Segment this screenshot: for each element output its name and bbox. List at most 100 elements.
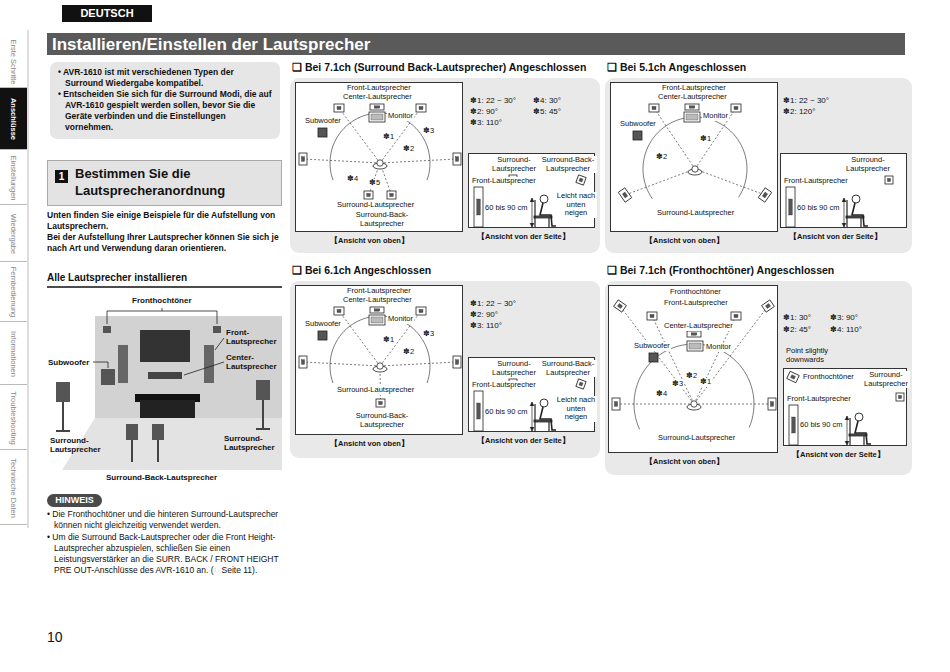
- section-tab: Anschlüsse: [0, 88, 27, 150]
- angle-note: ✽2: 90°: [470, 107, 498, 116]
- angle-note: ✽3: 110°: [470, 118, 502, 127]
- view-caption: 【Ansicht von der Seite】: [792, 451, 885, 460]
- figure-label: Monitor: [705, 343, 732, 352]
- page-title: Installieren/Einstellen der Lautsprecher: [52, 35, 370, 55]
- part-label: Surround-Back-Lautsprecher: [106, 473, 217, 482]
- view-caption: 【Ansicht von oben】: [645, 237, 724, 246]
- figure-label: ✽1: [382, 133, 395, 142]
- speaker-symbol: [390, 193, 394, 196]
- angle-ray: [303, 159, 380, 163]
- figure-label: Front-Lautsprecher: [346, 84, 412, 93]
- dimension-line: [844, 198, 845, 227]
- speaker-symbol: [734, 106, 738, 109]
- speaker-symbol: [370, 104, 384, 110]
- angle-ray: [694, 306, 768, 404]
- side-view-box: Surround-LautsprecherSurround-Back-Lauts…: [468, 357, 595, 432]
- speaker-symbol: [765, 304, 770, 309]
- angle-note: ✽1: 22 ~ 30°: [783, 96, 829, 105]
- figure-label: ✽1: [382, 336, 395, 345]
- figure-label: Front-Lautsprecher: [786, 395, 852, 404]
- monitor-symbol: [371, 317, 383, 323]
- speaker-symbol: [691, 333, 697, 335]
- figure-label: ✽3: [671, 380, 684, 389]
- figure-label: ✽3: [422, 127, 435, 136]
- subheading: Alle Lautsprecher installieren: [47, 272, 187, 284]
- speaker-symbol: [614, 300, 627, 312]
- section-tab: Technische Daten: [0, 450, 27, 525]
- chair-symbol: [534, 216, 552, 218]
- speaker-symbol: [770, 402, 773, 407]
- speaker-symbol: [477, 403, 481, 419]
- listener-symbol: [852, 195, 860, 203]
- angle-ray: [380, 311, 421, 366]
- view-caption: 【Ansicht von der Seite】: [789, 233, 882, 242]
- speaker-symbol: [364, 191, 373, 199]
- speaker-symbol: [689, 106, 695, 108]
- angle-note: ✽1: 22 ~ 30°: [470, 96, 516, 105]
- section-tab: Erste Schritte: [0, 35, 27, 88]
- part-label: Front-Lautsprecher: [226, 328, 282, 346]
- figure-label: Center-Lautsprecher: [663, 322, 734, 331]
- monitor-symbol: [369, 112, 385, 122]
- speaker-symbol: [455, 360, 458, 365]
- figure-label: Front-Lautsprecher: [471, 177, 537, 186]
- speaker-symbol: [786, 187, 795, 227]
- figure-label: Surround-Back-Lautsprecher: [346, 211, 418, 228]
- angle-ray: [620, 306, 694, 404]
- tab-label: Wiedergabe: [9, 213, 18, 253]
- tab-label: Einstellungen: [9, 155, 18, 200]
- figure-label: Surround-Back-Lautsprecher: [539, 360, 597, 377]
- part-label: Subwoofer: [48, 358, 89, 367]
- speaker-symbol: [762, 300, 775, 312]
- listener-symbol: [377, 160, 383, 166]
- listener-symbol: [691, 401, 697, 407]
- angle-note: ✽3: 90°: [830, 313, 858, 322]
- figure-label: ✽4: [346, 175, 359, 184]
- figure-label: Surround-Lautsprecher: [336, 386, 415, 395]
- figure-label: 60 bis 90 cm: [484, 408, 529, 417]
- figure-label: Front-Lautsprecher: [661, 84, 727, 93]
- chair-symbol: [548, 218, 549, 227]
- angle-ray: [695, 108, 736, 169]
- speaker-symbol: [687, 331, 701, 337]
- angle-note: ✽1: 22 ~ 30°: [470, 299, 516, 308]
- speaker-symbol: [299, 153, 307, 165]
- angle-ray: [380, 159, 457, 163]
- monitor-symbol: [684, 112, 700, 122]
- figure-label: Monitor: [702, 112, 729, 121]
- chair-symbol: [863, 436, 864, 445]
- chair-symbol: [534, 200, 535, 227]
- monitor-symbol: [371, 114, 383, 120]
- dimension-arrow: [842, 223, 846, 227]
- figure-label: Surround-Back-Lautsprecher: [539, 156, 597, 173]
- figure-label: Monitor: [387, 112, 414, 121]
- figure-label: 60 bis 90 cm: [796, 204, 841, 213]
- tab-divider: [28, 30, 29, 528]
- speaker-symbol: [685, 104, 699, 110]
- figure-label: Center-Lautsprecher: [342, 296, 413, 305]
- speaker-symbol: [416, 104, 426, 112]
- speaker-symbol: [731, 312, 741, 320]
- figure-label: Front-Lautsprecher: [783, 177, 849, 186]
- chair-symbol: [849, 418, 850, 445]
- monitor-symbol: [689, 343, 701, 349]
- speaker-symbol: [579, 382, 583, 386]
- speaker-symbol: [789, 405, 798, 445]
- chair-symbol: [534, 420, 552, 422]
- figure-label: ✽2: [402, 348, 415, 357]
- tab-label: Erste Schritte: [9, 39, 18, 84]
- speaker-symbol: [758, 188, 771, 202]
- figure-label: Subwoofer: [619, 120, 657, 129]
- top-view-box: Front-LautsprecherCenter-LautsprecherMon…: [295, 285, 463, 435]
- chair-symbol: [534, 404, 535, 431]
- speaker-symbol: [379, 401, 383, 404]
- speaker-symbol: [896, 393, 904, 401]
- top-view-box: FronthochtönerFront-LautsprecherCenter-L…: [608, 285, 778, 453]
- angle-note: ✽2: 120°: [783, 107, 815, 116]
- speaker-symbol: [416, 307, 426, 315]
- listener-symbol: [692, 166, 698, 172]
- chair-symbol: [849, 434, 867, 436]
- section-tab: Informationen: [0, 322, 27, 385]
- figure-label: Surround-Lautsprecher: [862, 371, 910, 388]
- chair-symbol: [846, 200, 847, 227]
